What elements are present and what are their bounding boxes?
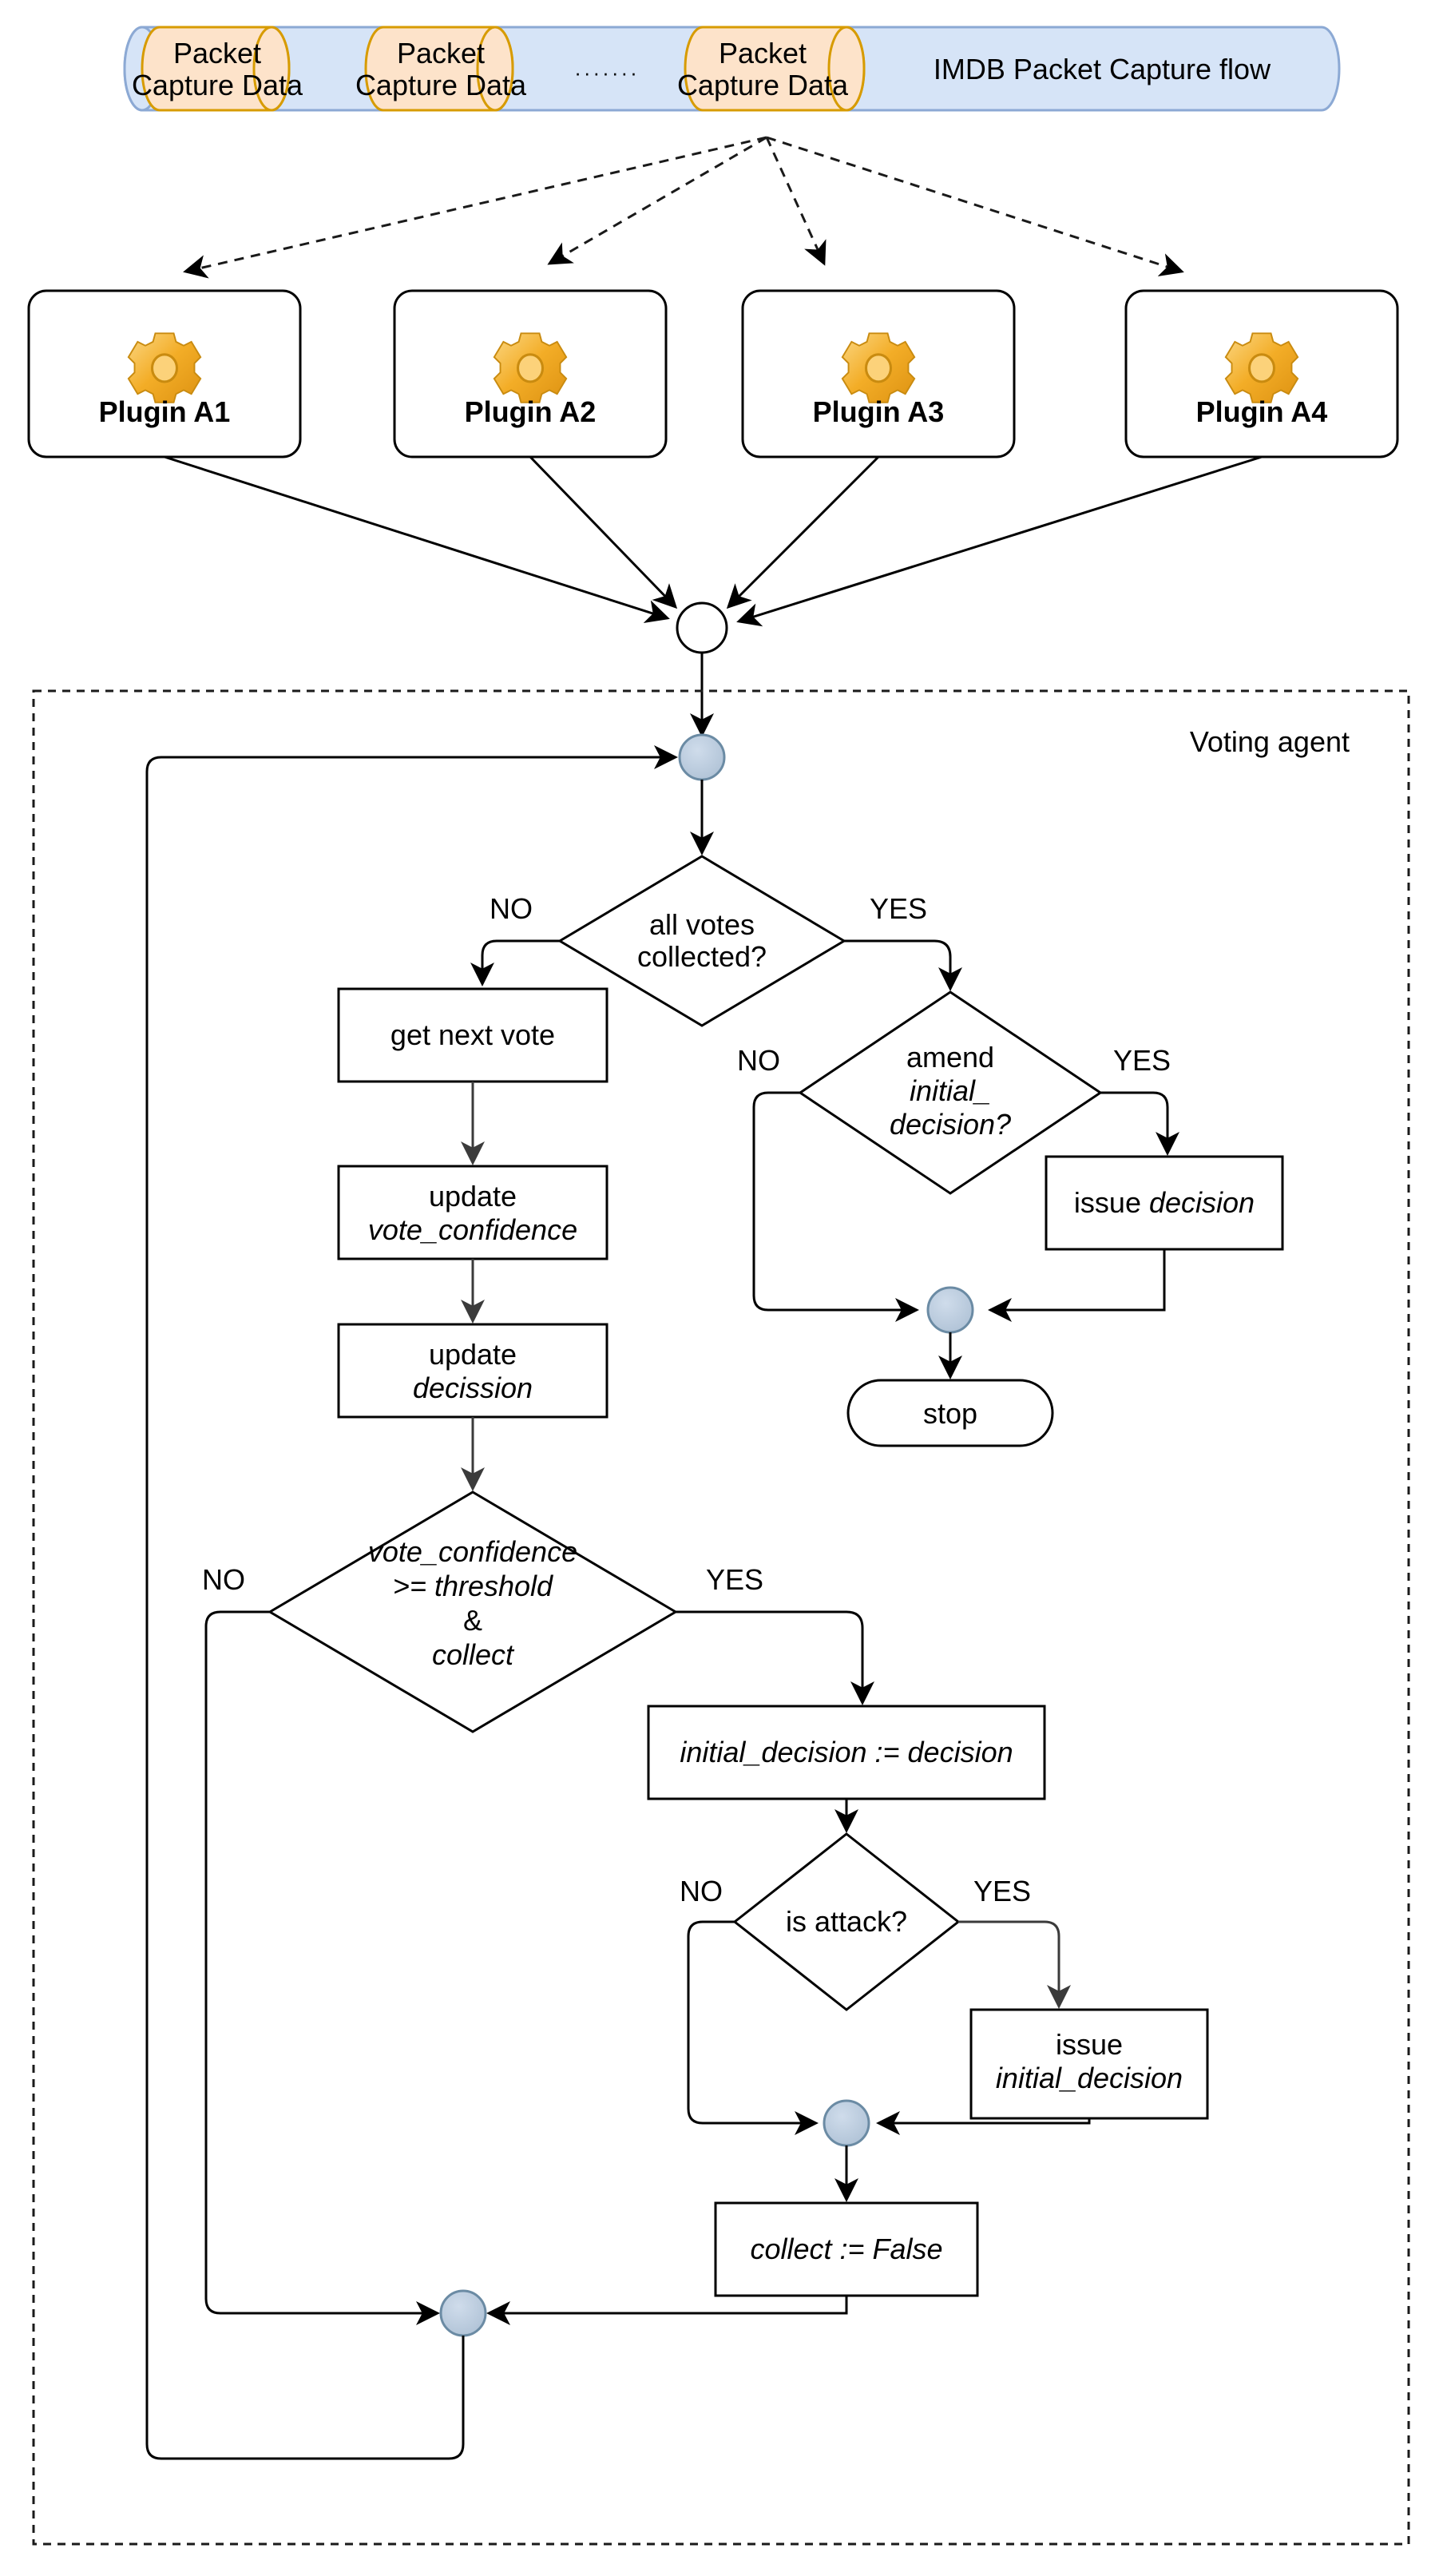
box-issue-decision-line2: decision bbox=[1149, 1186, 1255, 1219]
box-collect-false: collect := False bbox=[714, 2201, 979, 2297]
box-get-next-vote-label: get next vote bbox=[390, 1018, 555, 1051]
packet-line1-1: Packet bbox=[173, 37, 261, 69]
decision-amend-line3: decision? bbox=[890, 1108, 1011, 1141]
decision-all-votes-line1: all votes bbox=[649, 908, 755, 941]
decision-vc-line3: & bbox=[463, 1604, 482, 1637]
box-update-decission-line2: decission bbox=[413, 1371, 533, 1404]
plugins-to-merge-arrows bbox=[164, 455, 1263, 737]
terminal-stop: stop bbox=[846, 1379, 1054, 1447]
datastore-banner: Packet Capture Data Packet Capture Data … bbox=[123, 26, 1341, 112]
packet-ellipsis: ······· bbox=[574, 61, 640, 85]
gear-icon bbox=[841, 332, 916, 403]
edge-amend-no bbox=[752, 1091, 919, 1322]
edge-label-amend-no: NO bbox=[737, 1044, 780, 1077]
edge-collect-false-to-merge bbox=[486, 2296, 848, 2325]
edge-all-votes-yes bbox=[844, 939, 962, 991]
box-issue-initial-line1: issue bbox=[1056, 2028, 1123, 2061]
edge-all-votes-no bbox=[470, 939, 560, 986]
box-update-vote-confidence: update vote_confidence bbox=[337, 1165, 609, 1260]
packet-cylinder-1: Packet Capture Data bbox=[132, 26, 303, 112]
edge-issue-decision-to-merge bbox=[988, 1249, 1166, 1322]
edge-loop-back-to-start bbox=[145, 745, 678, 2460]
packet-line1-2: Packet bbox=[397, 37, 485, 69]
edge-is-attack-yes bbox=[958, 1920, 1071, 2009]
gear-icon bbox=[1224, 332, 1299, 403]
plugin-label-a3: Plugin A3 bbox=[813, 395, 945, 428]
edge-label-is-attack-yes: YES bbox=[973, 1875, 1031, 1907]
merge-node-plugins bbox=[676, 601, 728, 654]
plugin-label-a4: Plugin A4 bbox=[1196, 395, 1328, 428]
box-update-decission-line1: update bbox=[429, 1338, 517, 1371]
edge-label-amend-yes: YES bbox=[1113, 1044, 1171, 1077]
gear-icon bbox=[127, 332, 202, 403]
plugin-box-a4[interactable]: Plugin A4 bbox=[1124, 289, 1399, 458]
packet-line2-3: Capture Data bbox=[677, 69, 849, 101]
box-initial-decision-label: initial_decision := decision bbox=[680, 1736, 1013, 1768]
merge-node-loop bbox=[439, 2289, 487, 2337]
decision-vc-line1: vote_confidence bbox=[368, 1535, 577, 1568]
gear-icon bbox=[493, 332, 568, 403]
edge-is-attack-no bbox=[687, 1920, 819, 2135]
decision-is-attack: is attack? NO YES bbox=[680, 1832, 1031, 2011]
decision-is-attack-label: is attack? bbox=[786, 1905, 907, 1938]
box-initial-decision-assign: initial_decision := decision bbox=[647, 1705, 1046, 1800]
datastore-to-plugins-arrows bbox=[183, 136, 1184, 279]
box-issue-decision: issue decision bbox=[1045, 1155, 1284, 1251]
box-collect-false-label: collect := False bbox=[750, 2233, 942, 2265]
edge-label-vc-no: NO bbox=[202, 1563, 245, 1596]
voting-agent-label: Voting agent bbox=[1190, 725, 1350, 758]
box-get-next-vote: get next vote bbox=[337, 987, 609, 1083]
start-node bbox=[678, 733, 726, 855]
box-issue-initial-line2: initial_decision bbox=[996, 2062, 1183, 2094]
decision-vc-line4: collect bbox=[432, 1638, 515, 1671]
plugin-box-a1[interactable]: Plugin A1 bbox=[27, 289, 302, 458]
edge-vc-no bbox=[204, 1610, 440, 2325]
merge-node-stop bbox=[926, 1286, 974, 1334]
packet-line2-1: Capture Data bbox=[132, 69, 303, 101]
edge-label-vc-yes: YES bbox=[706, 1563, 763, 1596]
box-issue-decision-line1: issue bbox=[1074, 1186, 1149, 1219]
edge-issue-initial-to-merge bbox=[876, 2111, 1091, 2135]
decision-amend-line1: amend bbox=[906, 1041, 994, 1074]
voting-agent-container: Voting agent bbox=[32, 689, 1410, 2546]
edge-label-all-votes-yes: YES bbox=[870, 892, 927, 925]
decision-vc-line2: >= threshold bbox=[393, 1570, 553, 1602]
decision-amend-line2: initial_ bbox=[910, 1074, 991, 1107]
plugin-box-a3[interactable]: Plugin A3 bbox=[741, 289, 1016, 458]
merge-node-attack bbox=[823, 2099, 870, 2147]
edge-amend-yes bbox=[1100, 1091, 1179, 1156]
packet-line2-2: Capture Data bbox=[355, 69, 527, 101]
decision-amend-initial-decision: amend initial_ decision? NO YES bbox=[737, 990, 1171, 1195]
packet-cylinder-3: Packet Capture Data bbox=[677, 26, 866, 112]
box-update-vc-line2: vote_confidence bbox=[368, 1213, 577, 1246]
box-issue-decision-label: issue decision bbox=[1074, 1186, 1255, 1219]
decision-all-votes-collected: all votes collected? NO YES bbox=[490, 855, 927, 1027]
plugin-label-a2: Plugin A2 bbox=[465, 395, 597, 428]
box-issue-initial-decision: issue initial_decision bbox=[969, 2008, 1209, 2120]
edge-label-all-votes-no: NO bbox=[490, 892, 533, 925]
packet-cylinder-2: Packet Capture Data bbox=[355, 26, 527, 112]
edge-label-is-attack-no: NO bbox=[680, 1875, 723, 1907]
box-update-decission: update decission bbox=[337, 1323, 609, 1419]
edge-vc-yes bbox=[676, 1610, 874, 1705]
datastore-flow-label: IMDB Packet Capture flow bbox=[934, 53, 1271, 85]
plugin-box-a2[interactable]: Plugin A2 bbox=[393, 289, 668, 458]
packet-line1-3: Packet bbox=[719, 37, 807, 69]
terminal-stop-label: stop bbox=[923, 1397, 977, 1430]
plugin-label-a1: Plugin A1 bbox=[99, 395, 231, 428]
box-update-vc-line1: update bbox=[429, 1180, 517, 1213]
decision-vote-confidence: vote_confidence >= threshold & collect N… bbox=[202, 1490, 763, 1733]
decision-all-votes-line2: collected? bbox=[637, 940, 767, 973]
